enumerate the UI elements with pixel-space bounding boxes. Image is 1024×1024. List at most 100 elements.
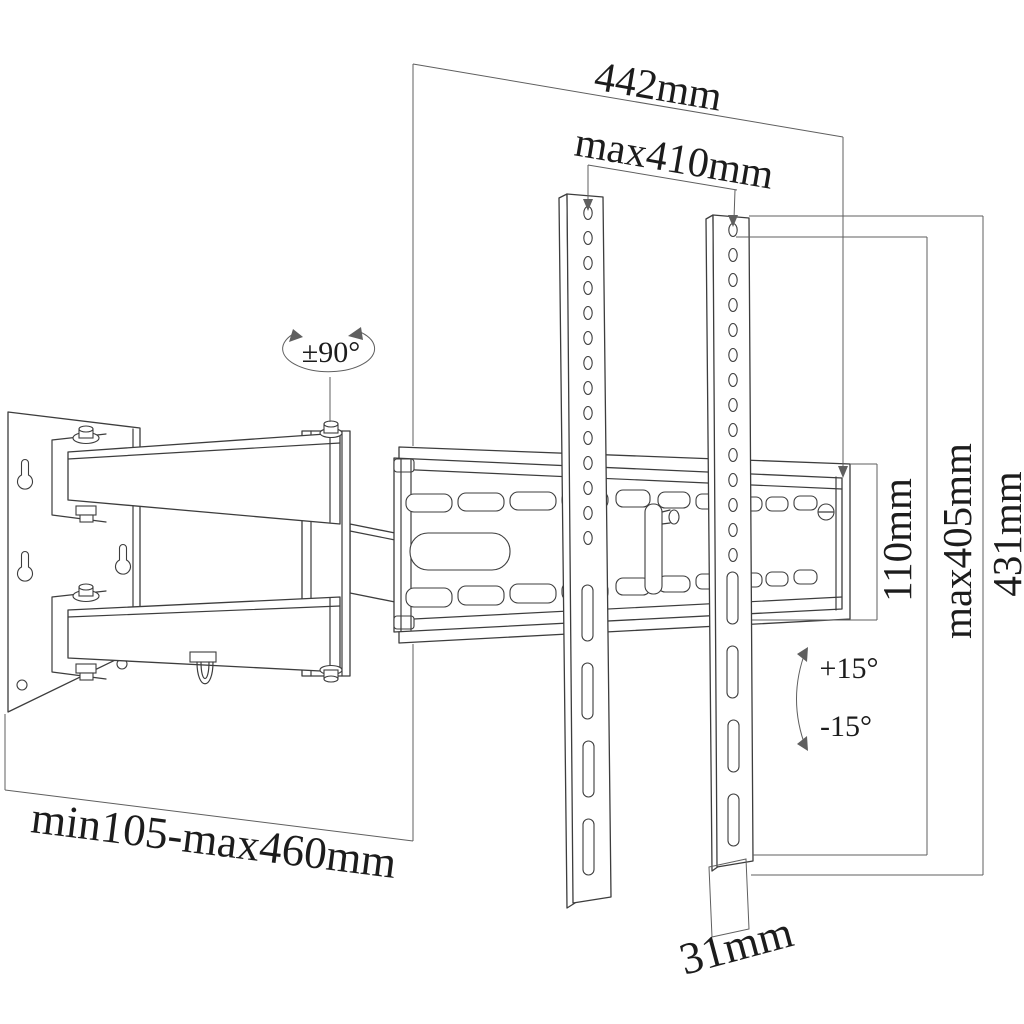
bracket-top-fold bbox=[393, 468, 843, 490]
rail-hole bbox=[728, 272, 738, 288]
lock-screw-head bbox=[668, 509, 680, 525]
dim-label-110: 110mm bbox=[874, 478, 920, 602]
dimension-vesa-height: max405mm bbox=[736, 236, 980, 856]
rail-hole bbox=[728, 247, 738, 263]
rail-depth-projection bbox=[708, 858, 750, 938]
right-vesa-rail bbox=[705, 214, 754, 872]
rail-hole bbox=[583, 230, 593, 246]
rail-hole bbox=[728, 497, 738, 513]
bracket-slot bbox=[657, 575, 691, 593]
lower-arm bbox=[51, 583, 343, 685]
dim-label-442: 442mm bbox=[591, 54, 726, 121]
dim-line-442 bbox=[412, 63, 844, 841]
dim-arrowhead bbox=[838, 466, 848, 478]
dim-line-max410 bbox=[587, 164, 738, 220]
rail-hole bbox=[583, 480, 593, 496]
keyhole-slot bbox=[16, 458, 34, 490]
forearm-link bbox=[349, 523, 396, 603]
bracket-left-tab bbox=[393, 615, 415, 630]
bracket-slot bbox=[657, 491, 691, 509]
dim-line-min105-max460 bbox=[4, 714, 414, 842]
rail-hole bbox=[728, 472, 738, 488]
swivel-bolt-cap bbox=[323, 675, 339, 683]
hinge-nut bbox=[75, 663, 97, 674]
rail-hole bbox=[583, 380, 593, 396]
swivel-arrowhead bbox=[289, 329, 303, 342]
rail-hole bbox=[728, 447, 738, 463]
safety-hook-plate bbox=[189, 651, 217, 663]
bracket-large-slot bbox=[409, 532, 511, 571]
bracket-slot bbox=[457, 492, 505, 512]
dim-line-110 bbox=[752, 463, 878, 621]
dim-label-431: 431mm bbox=[984, 471, 1024, 596]
dim-label-tilt-up: +15° bbox=[820, 652, 879, 685]
bracket-slot bbox=[765, 571, 789, 587]
dim-label-tilt-down: -15° bbox=[820, 710, 872, 743]
bracket-slot bbox=[793, 495, 818, 511]
left-vesa-rail bbox=[558, 193, 612, 909]
rail-hole bbox=[583, 505, 593, 521]
rail-hole bbox=[728, 347, 738, 363]
mount-hole bbox=[16, 679, 28, 691]
dim-label-31: 31mm bbox=[674, 906, 798, 984]
keyhole-slot bbox=[114, 543, 132, 575]
rail-hole bbox=[583, 455, 593, 471]
rail-slot bbox=[581, 662, 594, 720]
dim-line-431 bbox=[749, 215, 984, 876]
dim-line-max405 bbox=[736, 236, 928, 856]
rail-slot bbox=[726, 645, 739, 699]
dim-label-max410: max410mm bbox=[571, 120, 777, 199]
dimension-arm-extension: min105-max460mm bbox=[4, 714, 414, 888]
dim-arrowhead bbox=[583, 199, 593, 211]
swivel-bolt-cap bbox=[323, 420, 339, 428]
safety-hook-loop bbox=[196, 661, 214, 685]
hinge-bolt-cap bbox=[78, 425, 94, 433]
lower-arm-top-face bbox=[67, 605, 341, 618]
tv-bracket bbox=[393, 446, 851, 644]
bracket-slot bbox=[793, 569, 818, 585]
rail-hole bbox=[583, 280, 593, 296]
upper-arm-top-face bbox=[67, 442, 341, 460]
hinge-bolt-cap bbox=[78, 583, 94, 591]
rail-hole bbox=[728, 297, 738, 313]
dimension-swivel: ±90° bbox=[282, 327, 376, 422]
dim-label-max405: max405mm bbox=[934, 443, 980, 639]
rail-hole bbox=[583, 430, 593, 446]
rail-slot bbox=[727, 719, 740, 773]
dim-arrowhead bbox=[728, 215, 738, 227]
bracket-slot bbox=[765, 496, 789, 512]
lock-screw-shaft bbox=[661, 509, 671, 525]
hinge-nut-lower bbox=[79, 514, 94, 523]
swivel-arrowhead bbox=[348, 327, 363, 340]
hinge-nut-lower bbox=[79, 672, 94, 681]
tilt-arc bbox=[796, 649, 807, 749]
rail-hole bbox=[728, 547, 738, 563]
left-rail-face bbox=[566, 193, 612, 904]
dimension-bracket-height: 110mm bbox=[752, 463, 920, 621]
dimension-tilt: +15° -15° bbox=[796, 647, 879, 751]
rail-hole bbox=[728, 372, 738, 388]
keyhole-slot bbox=[16, 550, 34, 582]
rail-slot bbox=[726, 571, 739, 625]
bracket-slot bbox=[405, 587, 453, 608]
forearm-top-face bbox=[349, 530, 396, 541]
rail-hole bbox=[728, 397, 738, 413]
rail-slot bbox=[727, 793, 740, 847]
rail-hole bbox=[583, 255, 593, 271]
dim-label-swivel: ±90° bbox=[302, 336, 360, 369]
bracket-left-tab bbox=[393, 458, 415, 473]
rail-hole bbox=[728, 522, 738, 538]
rail-slot bbox=[581, 584, 594, 642]
bracket-slot bbox=[457, 585, 505, 606]
upper-arm-bar bbox=[67, 432, 341, 525]
tilt-arrowhead bbox=[797, 647, 808, 662]
bracket-slot bbox=[405, 493, 453, 513]
rail-slot bbox=[582, 818, 595, 876]
bracket-slot bbox=[509, 491, 557, 511]
dim-label-min105-max460: min105-max460mm bbox=[28, 792, 399, 888]
bracket-slot bbox=[615, 489, 651, 508]
upper-arm bbox=[51, 420, 343, 525]
rail-hole bbox=[728, 422, 738, 438]
